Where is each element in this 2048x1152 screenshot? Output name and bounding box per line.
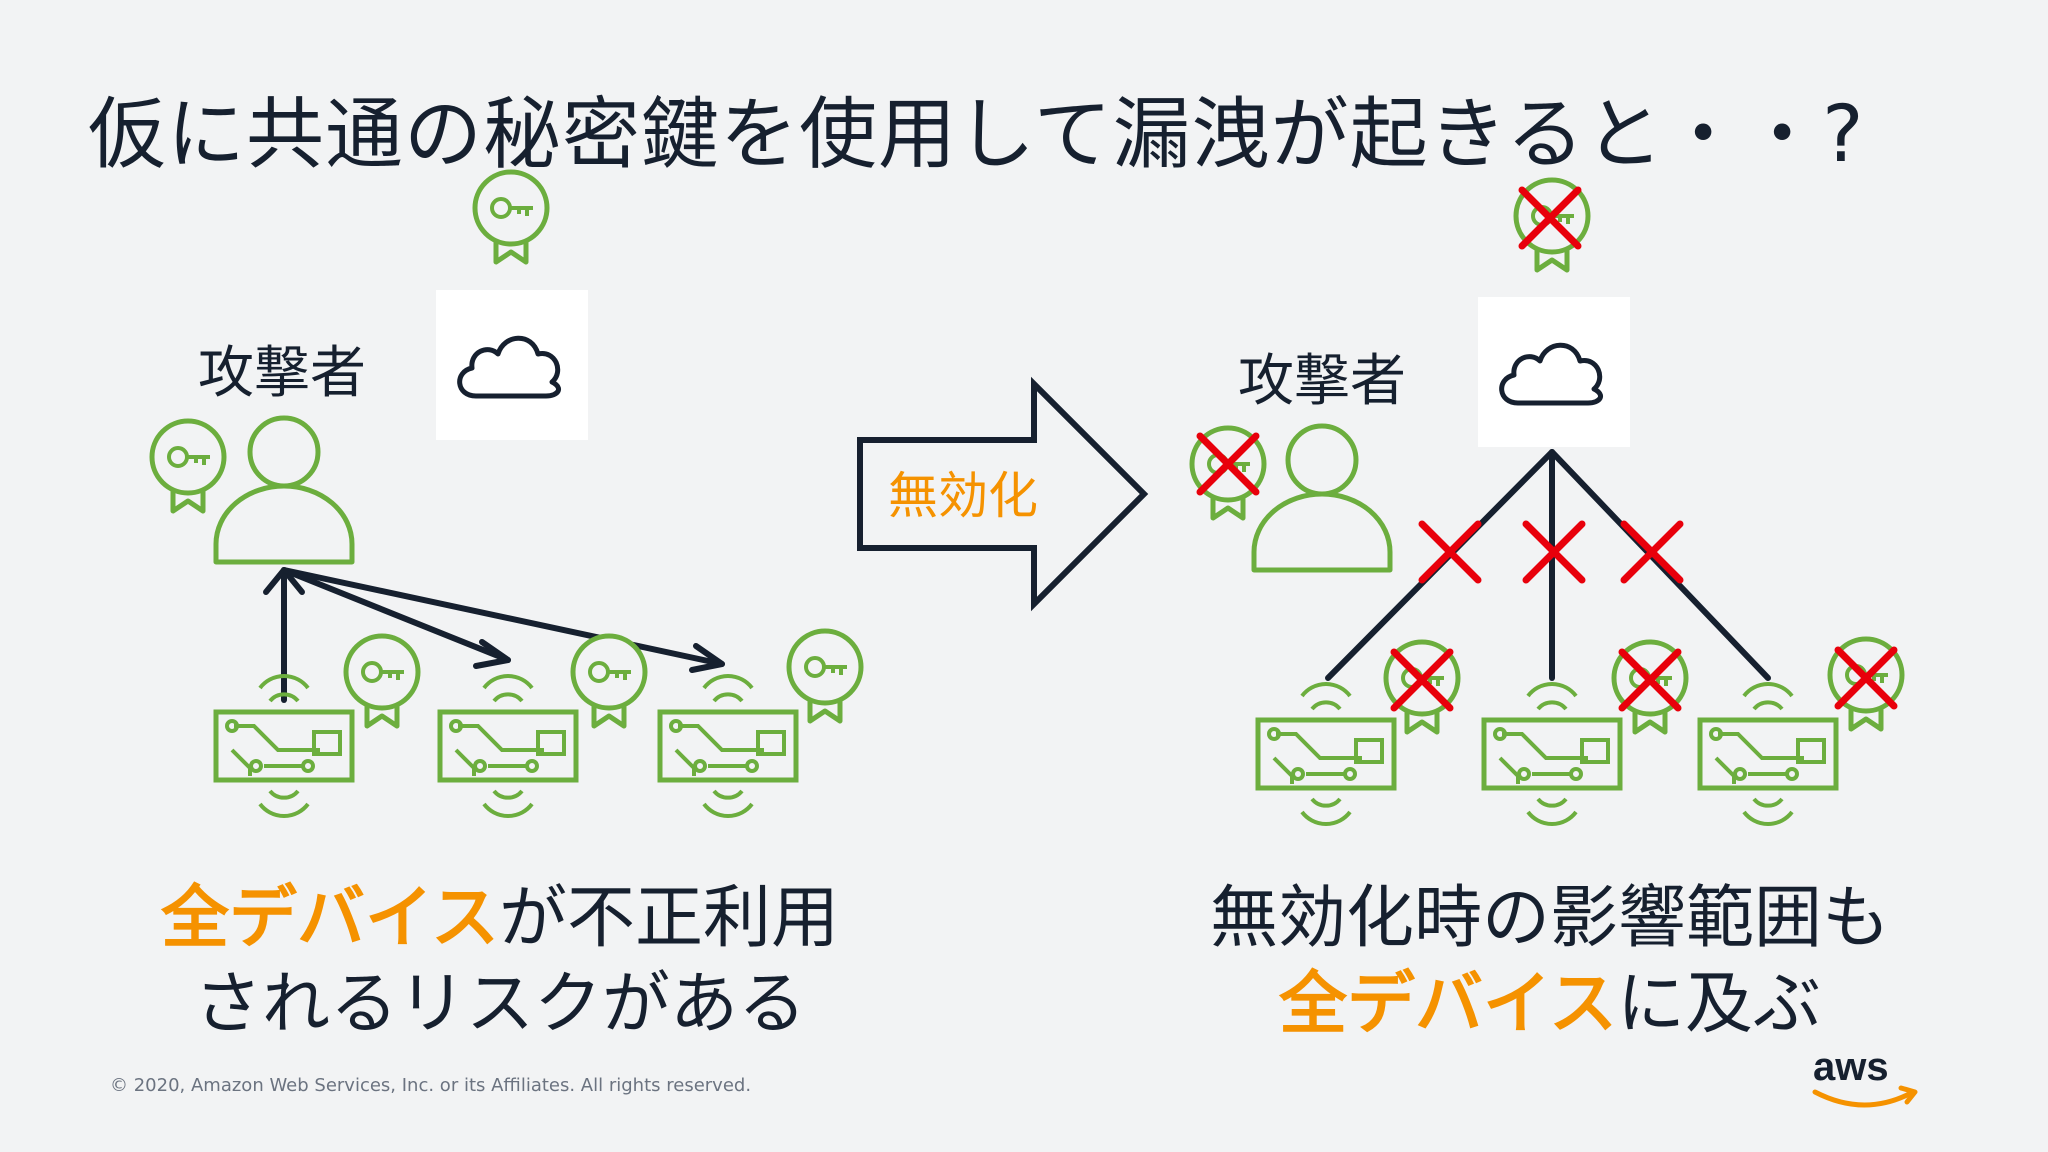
left-caption: 全デバイスが不正利用 されるリスクがある xyxy=(130,876,870,1048)
right-caption-line2-rest: に及ぶ xyxy=(1616,965,1821,1044)
aws-logo-text: aws xyxy=(1813,1045,1889,1089)
left-cloud-icon xyxy=(457,335,561,399)
right-device-3-icon xyxy=(1700,684,1836,824)
left-attacker-person-icon xyxy=(216,418,352,562)
left-attacker-cert-icon xyxy=(152,421,224,511)
right-connection-lines xyxy=(1325,449,1771,681)
aws-logo: aws xyxy=(1805,1040,1925,1120)
left-cloud-box xyxy=(436,290,588,440)
revoke-arrow xyxy=(857,376,1149,612)
left-attacker-label: 攻撃者 xyxy=(198,341,366,406)
right-caption-highlight: 全デバイス xyxy=(1279,965,1617,1044)
left-cloud-cert-icon xyxy=(475,172,547,262)
left-caption-line2: されるリスクがある xyxy=(193,965,806,1044)
left-caption-line1-rest: が不正利用 xyxy=(498,879,839,958)
right-attacker-person-icon xyxy=(1254,426,1390,570)
right-cloud-icon xyxy=(1499,342,1603,406)
right-cloud-box xyxy=(1478,297,1630,447)
left-caption-highlight: 全デバイス xyxy=(161,879,499,958)
left-device-2-cert-icon xyxy=(573,636,645,726)
left-device-1-cert-icon xyxy=(346,636,418,726)
left-device-3-cert-icon xyxy=(789,631,861,721)
right-attacker-label: 攻撃者 xyxy=(1238,349,1406,414)
slide-title: 仮に共通の秘密鍵を使用して漏洩が起きると・・? xyxy=(88,90,1865,180)
aws-logo-icon: aws xyxy=(1812,1045,1918,1108)
right-caption-line2: 全デバイスに及ぶ xyxy=(1170,962,1930,1048)
right-connection-x-3-icon xyxy=(1624,524,1680,580)
right-caption: 無効化時の影響範囲も 全デバイスに及ぶ xyxy=(1170,876,1930,1048)
right-device-2-icon xyxy=(1484,684,1620,824)
left-device-3-icon xyxy=(660,676,796,816)
right-connection-x-1-icon xyxy=(1422,524,1478,580)
copyright-text: © 2020, Amazon Web Services, Inc. or its… xyxy=(110,1075,752,1096)
left-attack-arrows xyxy=(263,567,725,703)
left-caption-line1: 全デバイスが不正利用 xyxy=(130,876,870,962)
left-device-2-icon xyxy=(440,676,576,816)
revoke-arrow-label: 無効化 xyxy=(888,467,1038,525)
right-caption-line1: 無効化時の影響範囲も xyxy=(1209,879,1890,958)
right-device-1-icon xyxy=(1258,684,1394,824)
